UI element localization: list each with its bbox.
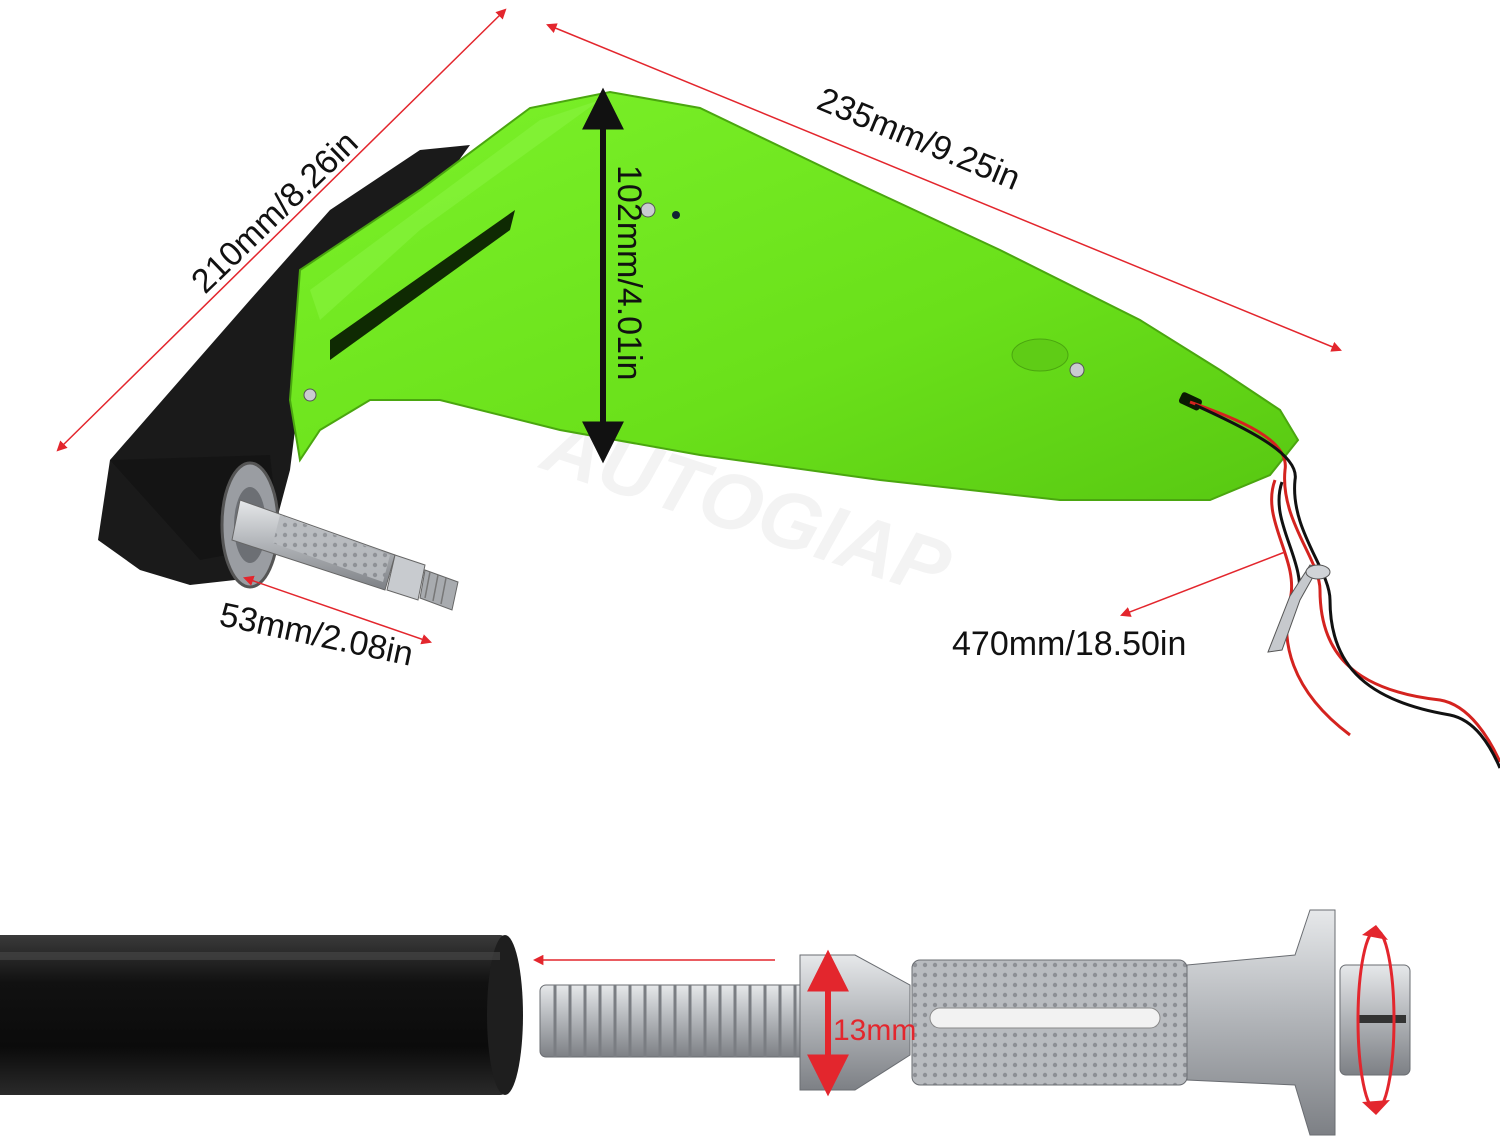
bolt-flange [1186, 909, 1336, 1136]
handlebar-tube [0, 935, 523, 1095]
screw [303, 388, 317, 402]
dimension-arrow-235 [546, 23, 1342, 352]
screw [1069, 362, 1085, 378]
dimension-arrow-470 [1120, 551, 1286, 617]
wire-connector [1267, 564, 1331, 653]
dimension-arrow-210 [56, 8, 507, 452]
dimension-arrow-53 [243, 575, 432, 645]
dimension-label-470: 470mm/18.50in [952, 625, 1186, 663]
bolt-threads [553, 985, 797, 1057]
dimension-label-53: 53mm/2.08in [216, 596, 416, 674]
rotation-arrow-icon [1356, 925, 1396, 1115]
expansion-bolt [539, 909, 1411, 1136]
dimension-label-102: 102mm/4.01in [610, 165, 648, 380]
dimension-label-13: 13mm [833, 1014, 916, 1047]
